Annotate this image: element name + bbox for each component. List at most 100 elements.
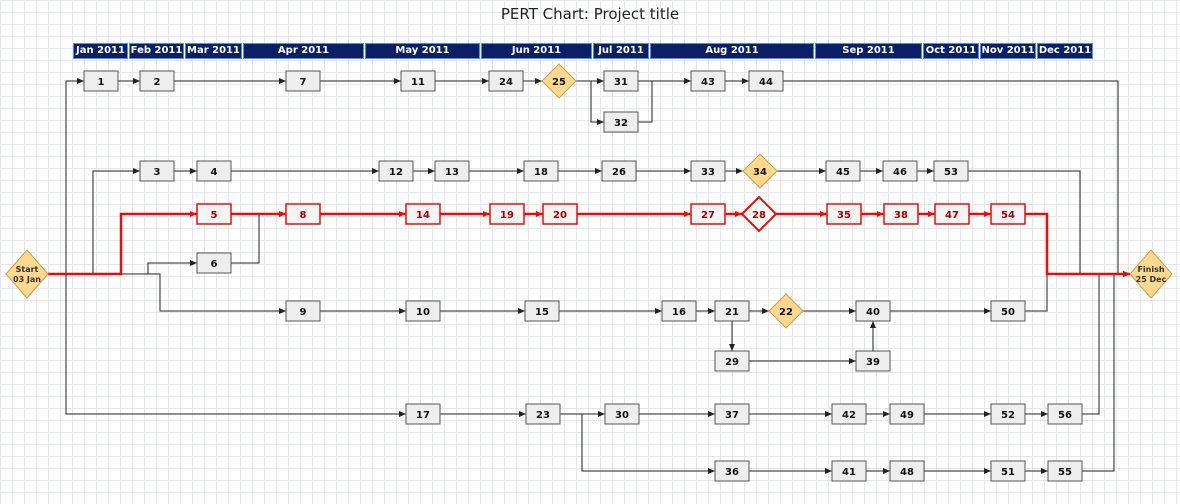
month-header: May 2011	[365, 43, 480, 59]
task-node[interactable]: 24	[488, 70, 524, 92]
dependency-arrow	[48, 260, 197, 275]
task-box	[933, 160, 969, 182]
milestone-diamond	[541, 63, 577, 99]
task-node[interactable]: 1	[83, 70, 119, 92]
task-node[interactable]: 43	[690, 70, 726, 92]
dependency-arrow	[638, 78, 691, 123]
task-node[interactable]: 33	[690, 160, 726, 182]
milestone-node[interactable]: 34	[742, 153, 778, 189]
task-box	[139, 70, 175, 92]
month-header: Feb 2011	[129, 43, 184, 59]
milestone-node[interactable]: 25	[541, 63, 577, 99]
chart-title: PERT Chart: Project title	[500, 5, 680, 23]
task-node[interactable]: 5	[196, 203, 232, 225]
task-node[interactable]: 16	[661, 300, 697, 322]
task-node[interactable]: 50	[990, 300, 1026, 322]
task-node[interactable]: 31	[603, 70, 639, 92]
task-node[interactable]: 48	[889, 460, 925, 482]
task-node[interactable]: 37	[714, 403, 750, 425]
task-node[interactable]: 30	[604, 403, 640, 425]
node-label: 56	[1058, 410, 1072, 421]
task-node[interactable]: 39	[855, 350, 891, 372]
task-node[interactable]: 56	[1047, 403, 1083, 425]
node-label: 41	[842, 467, 856, 478]
node-label: 34	[753, 167, 767, 178]
task-node[interactable]: 2	[139, 70, 175, 92]
task-node[interactable]: 40	[855, 300, 891, 322]
task-node[interactable]: 26	[601, 160, 637, 182]
task-node[interactable]: 42	[831, 403, 867, 425]
node-label: 33	[701, 167, 715, 178]
node-label: 53	[944, 167, 958, 178]
task-box	[831, 460, 867, 482]
task-node[interactable]: 54	[990, 203, 1026, 225]
dependency-arrow	[576, 80, 604, 125]
node-label: 16	[672, 307, 686, 318]
task-node[interactable]: 19	[489, 203, 525, 225]
node-label: 38	[894, 210, 908, 221]
task-node[interactable]: 18	[523, 160, 559, 182]
task-node[interactable]: 12	[378, 160, 414, 182]
task-node[interactable]: 6	[196, 252, 232, 274]
task-node[interactable]: 23	[525, 403, 561, 425]
node-label: 4	[211, 167, 218, 178]
task-node[interactable]: 45	[825, 160, 861, 182]
task-box	[601, 160, 637, 182]
month-header: Jun 2011	[481, 43, 592, 59]
task-node[interactable]: 29	[714, 350, 750, 372]
task-node[interactable]: 17	[405, 403, 441, 425]
task-node[interactable]: 14	[405, 203, 441, 225]
node-label: 10	[416, 307, 430, 318]
node-label: 23	[536, 410, 550, 421]
task-node[interactable]: 13	[434, 160, 470, 182]
task-box	[196, 203, 232, 225]
task-node[interactable]: 35	[826, 203, 862, 225]
task-box	[889, 460, 925, 482]
task-node[interactable]: 4	[196, 160, 232, 182]
task-node[interactable]: 3	[139, 160, 175, 182]
task-node[interactable]: 32	[603, 111, 639, 133]
task-node[interactable]: 20	[542, 203, 578, 225]
task-node[interactable]: 53	[933, 160, 969, 182]
dependency-arrow	[48, 273, 286, 314]
milestone-diamond	[1129, 249, 1173, 299]
task-node[interactable]: 55	[1047, 460, 1083, 482]
task-box	[855, 300, 891, 322]
node-label: 42	[842, 410, 856, 421]
node-label: 2	[154, 77, 161, 88]
milestone-node[interactable]: 22	[768, 293, 804, 329]
task-node[interactable]: 36	[714, 460, 750, 482]
node-label: 43	[701, 77, 715, 88]
task-node[interactable]: 46	[882, 160, 918, 182]
task-node[interactable]: 41	[831, 460, 867, 482]
node-label: 32	[614, 118, 628, 129]
task-node[interactable]: 44	[748, 70, 784, 92]
task-node[interactable]: 49	[889, 403, 925, 425]
task-node[interactable]: 21	[714, 300, 750, 322]
task-node[interactable]: 11	[400, 70, 436, 92]
task-node[interactable]: 15	[524, 300, 560, 322]
node-label: 51	[1001, 467, 1015, 478]
milestone-node[interactable]: 28	[740, 195, 778, 233]
node-label: 55	[1058, 467, 1072, 478]
task-box	[405, 403, 441, 425]
task-node[interactable]: 10	[405, 300, 441, 322]
month-header: Nov 2011	[980, 43, 1036, 59]
task-box	[489, 203, 525, 225]
task-node[interactable]: 27	[690, 203, 726, 225]
task-node[interactable]: 47	[934, 203, 970, 225]
task-box	[661, 300, 697, 322]
task-node[interactable]: 8	[285, 203, 321, 225]
task-box	[196, 252, 232, 274]
task-node[interactable]: 9	[285, 300, 321, 322]
task-box	[990, 403, 1026, 425]
task-node[interactable]: 51	[990, 460, 1026, 482]
task-node[interactable]: 52	[990, 403, 1026, 425]
task-node[interactable]: 7	[285, 70, 321, 92]
task-node[interactable]: 38	[883, 203, 919, 225]
node-label: 27	[701, 210, 715, 221]
node-label: 37	[725, 410, 739, 421]
